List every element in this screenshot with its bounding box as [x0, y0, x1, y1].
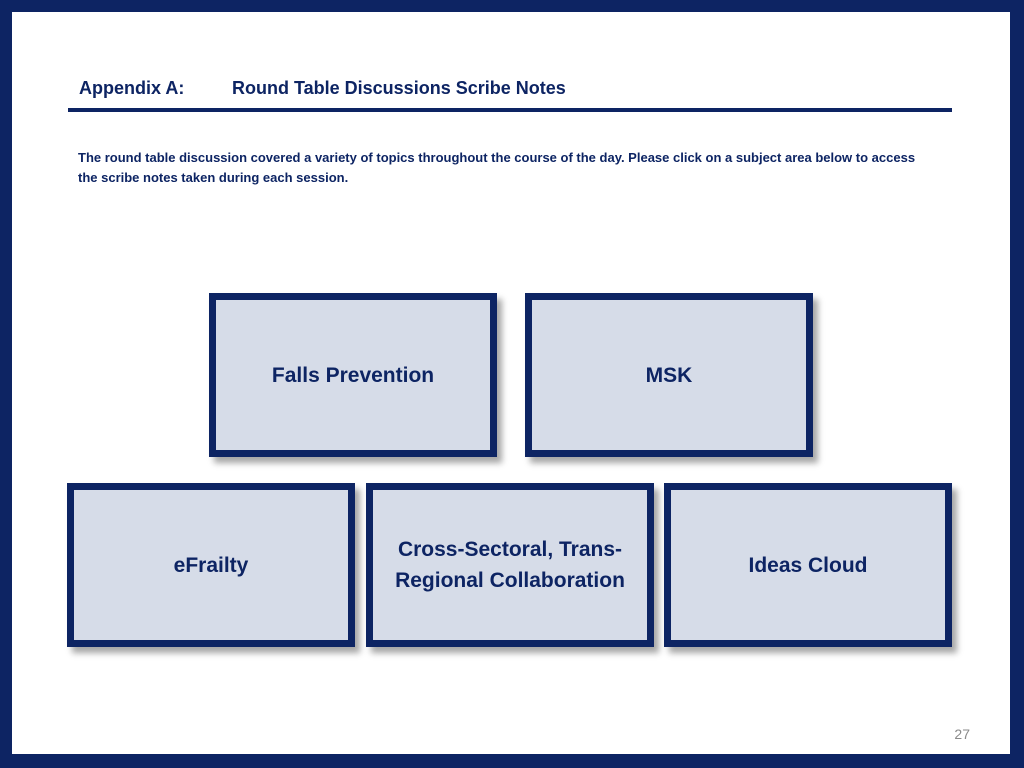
topic-button-msk[interactable]: MSK	[525, 293, 813, 457]
topic-button-efrailty[interactable]: eFrailty	[67, 483, 355, 647]
page-number: 27	[954, 726, 970, 742]
topic-button-cross-sectoral-collaboration[interactable]: Cross-Sectoral, Trans-Regional Collabora…	[366, 483, 654, 647]
topic-button-label: eFrailty	[173, 553, 249, 577]
topic-button-label: Cross-Sectoral, Trans-Regional Collabora…	[395, 538, 625, 592]
intro-text: The round table discussion covered a var…	[78, 150, 916, 185]
topic-button-label: MSK	[645, 363, 693, 387]
slide-header: Appendix A: Round Table Discussions Scri…	[68, 74, 952, 112]
topic-button-label: Falls Prevention	[271, 363, 435, 387]
topic-button-label: Ideas Cloud	[748, 553, 868, 577]
slide: Appendix A: Round Table Discussions Scri…	[12, 12, 1010, 754]
appendix-label: Appendix A:	[79, 78, 185, 98]
page-title: Round Table Discussions Scribe Notes	[232, 78, 566, 98]
topic-button-ideas-cloud[interactable]: Ideas Cloud	[664, 483, 952, 647]
topic-button-falls-prevention[interactable]: Falls Prevention	[209, 293, 497, 457]
